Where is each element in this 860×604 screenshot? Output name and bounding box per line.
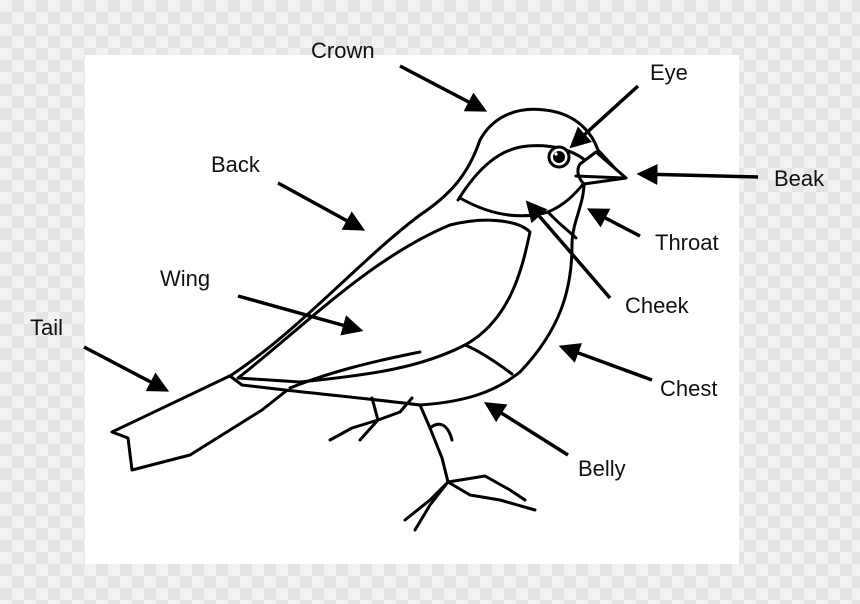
- bird-leg-back: [330, 398, 412, 440]
- label-eye: Eye: [650, 62, 688, 84]
- bird-eye-pupil: [553, 151, 565, 163]
- arrow-back: [278, 183, 362, 229]
- arrow-chest: [562, 347, 652, 380]
- label-tail: Tail: [30, 317, 63, 339]
- arrow-crown: [400, 66, 484, 110]
- label-crown: Crown: [311, 40, 375, 62]
- bird-eye-glint: [554, 152, 557, 155]
- label-back: Back: [211, 154, 260, 176]
- bird-beak-line: [576, 176, 624, 178]
- label-belly: Belly: [578, 458, 626, 480]
- arrow-throat: [590, 210, 640, 236]
- label-beak: Beak: [774, 168, 824, 190]
- arrow-eye: [572, 86, 638, 146]
- bird-illustration: [112, 109, 626, 530]
- label-wing: Wing: [160, 268, 210, 290]
- label-throat: Throat: [655, 232, 719, 254]
- arrow-belly: [487, 404, 568, 455]
- arrow-beak: [640, 174, 758, 177]
- label-chest: Chest: [660, 378, 717, 400]
- arrow-tail: [84, 347, 166, 390]
- label-cheek: Cheek: [625, 295, 689, 317]
